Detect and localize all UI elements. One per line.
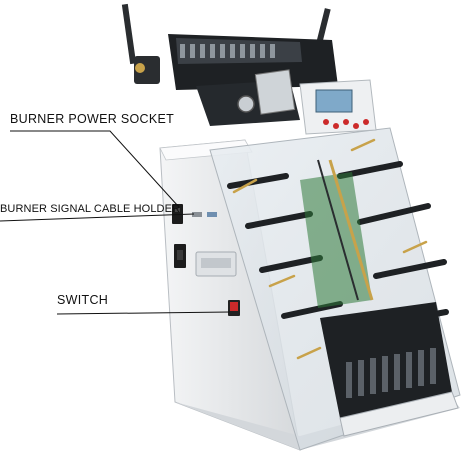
brass-guide-pins xyxy=(232,138,428,360)
pcb-boards xyxy=(300,159,374,308)
callout-leader-lines xyxy=(0,130,231,315)
burner-signal-cable-holder-label: BURNER SIGNAL CABLE HOLDER xyxy=(0,203,181,215)
side-port xyxy=(174,244,186,268)
output-tube-tray xyxy=(320,302,459,437)
switch-label: SWITCH xyxy=(57,293,109,307)
burner-power-socket xyxy=(172,204,183,224)
burner-power-socket-label: BURNER POWER SOCKET xyxy=(10,112,175,126)
control-panel xyxy=(299,79,377,135)
burner-signal-cable-holder xyxy=(192,212,217,217)
tube-feeder-mechanism xyxy=(121,3,338,126)
side-handle-recess xyxy=(195,251,237,277)
power-switch xyxy=(228,300,240,316)
